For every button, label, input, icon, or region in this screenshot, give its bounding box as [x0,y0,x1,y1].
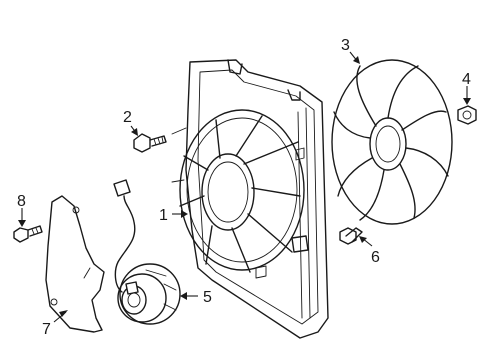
bolt-upper [133,133,167,153]
bracket [45,195,105,333]
callout-7: 7 [42,321,51,338]
callout-6: 6 [371,249,380,266]
fan-shroud [171,59,329,339]
leaders [18,51,471,323]
callout-5: 5 [203,289,212,306]
bolt-left [13,225,43,243]
callout-3: 3 [341,37,350,54]
fan-motor [113,179,181,325]
fan-blade [331,59,453,225]
callout-1: 1 [159,207,168,224]
callout-2: 2 [123,109,132,126]
nut [457,105,477,125]
callout-8: 8 [17,193,26,210]
bolt-lower-right [339,227,363,245]
callout-4: 4 [462,71,471,88]
